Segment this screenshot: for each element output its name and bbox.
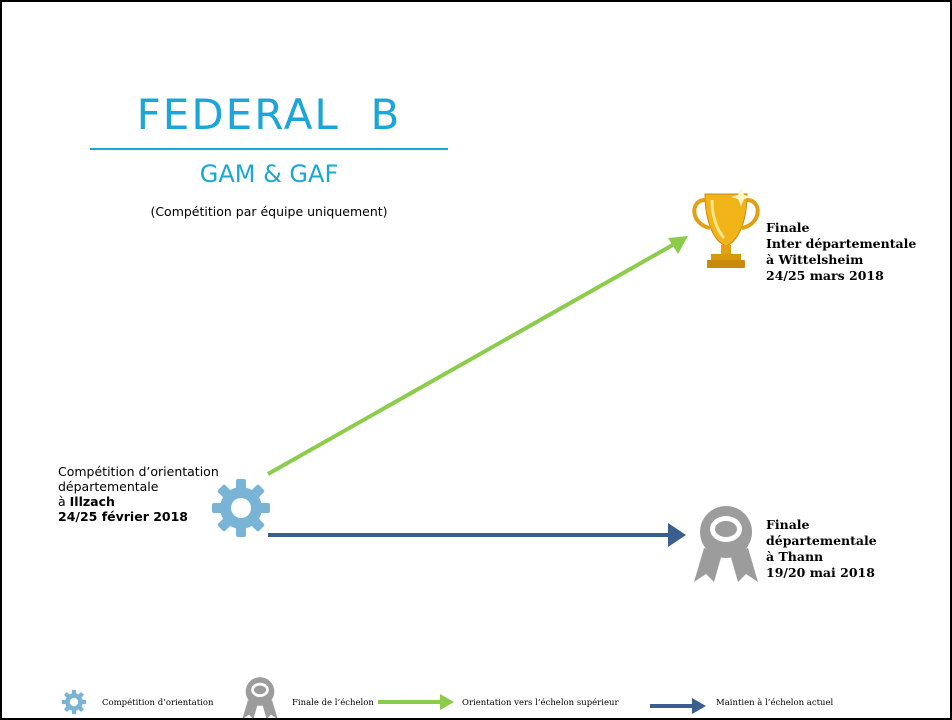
legend-green-label: Orientation vers l’échelon supérieur xyxy=(462,698,619,708)
dest-top-line-1: Finale xyxy=(766,220,810,235)
gear-icon xyxy=(212,479,270,537)
title-underline xyxy=(90,148,448,150)
note-text: (Compétition par équipe uniquement) xyxy=(150,204,388,219)
legend-blue-label: Maintien à l’échelon actuel xyxy=(716,698,834,708)
dest-bottom-line-3: à Thann xyxy=(766,549,824,564)
legend-medal-label: Finale de l’échelon xyxy=(292,698,374,708)
dest-bottom-line-1: Finale xyxy=(766,517,810,532)
origin-label: Compétition d’orientation départementale… xyxy=(58,464,238,524)
origin-place-line: à Illzach xyxy=(58,494,238,509)
legend-green-arrow xyxy=(378,694,454,710)
legend-blue-arrow xyxy=(650,698,706,714)
orientation-arrow xyxy=(267,236,688,476)
page-title: FEDERAL B xyxy=(136,90,402,139)
origin-date: 24/25 février 2018 xyxy=(58,509,189,524)
dest-top-line-3: à Wittelsheim xyxy=(766,252,864,267)
dest-bottom-line-4: 19/20 mai 2018 xyxy=(766,565,875,580)
legend-medal-icon xyxy=(242,677,278,718)
dest-top-line-4: 24/25 mars 2018 xyxy=(766,268,884,283)
origin-line-1: Compétition d’orientation xyxy=(58,464,219,479)
origin-place: Illzach xyxy=(69,494,115,509)
dest-bottom-line-2: départementale xyxy=(766,533,877,548)
origin-prefix: à xyxy=(58,494,70,509)
trophy-icon xyxy=(692,188,760,268)
medal-icon xyxy=(694,506,758,582)
maintain-arrow xyxy=(268,523,686,547)
origin-line-2: départementale xyxy=(58,479,159,494)
dest-bottom-label: Finale départementale à Thann 19/20 mai … xyxy=(766,517,877,581)
dest-top-line-2: Inter départementale xyxy=(766,236,917,251)
dest-top-label: Finale Inter départementale à Wittelshei… xyxy=(766,220,916,284)
legend-gear-icon xyxy=(61,689,87,715)
page-subtitle: GAM & GAF xyxy=(199,160,339,188)
legend-gear-label: Compétition d’orientation xyxy=(102,698,214,708)
